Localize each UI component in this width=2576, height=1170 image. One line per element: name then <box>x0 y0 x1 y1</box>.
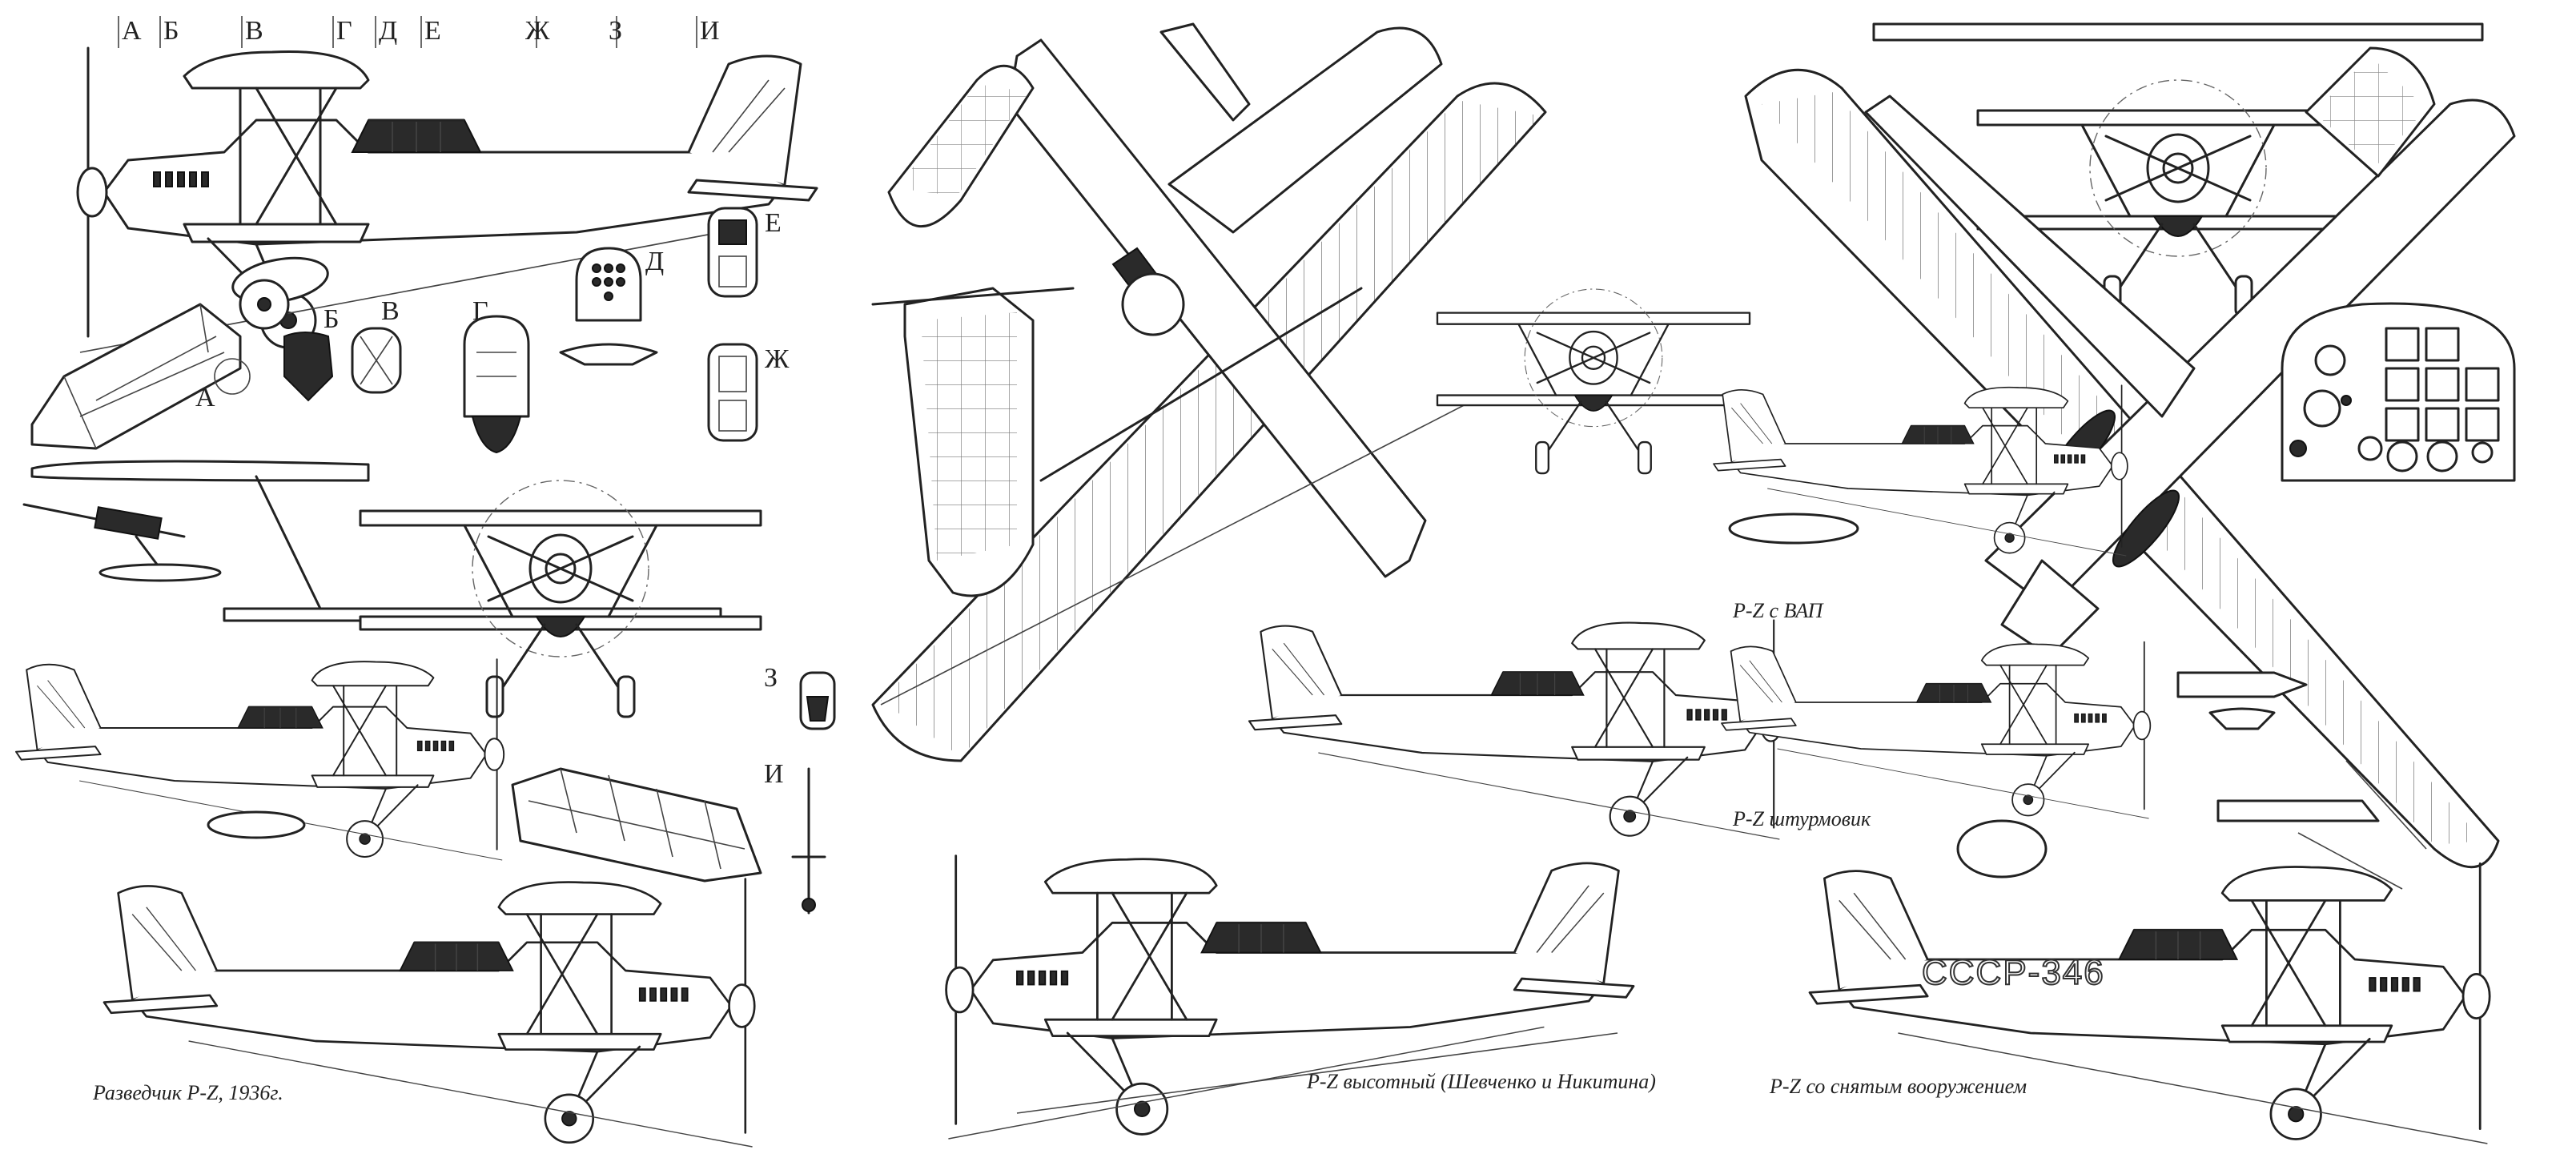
section-letter-d: Д <box>379 16 398 46</box>
tail-frame-iso <box>871 287 1075 597</box>
caption-vap: Р-Z с ВАП <box>1733 599 1823 622</box>
section-b <box>283 332 334 402</box>
section-letter-v: В <box>245 16 263 46</box>
bomb-detail <box>1159 22 1251 122</box>
high-alt-side-view <box>945 854 1635 1140</box>
section-letter-i: И <box>700 16 720 46</box>
instrument-panel <box>2281 302 2516 482</box>
detail-label-a: А <box>195 383 215 412</box>
fuselage-cutaway <box>30 303 242 450</box>
section-i <box>791 767 826 915</box>
recon-side-view-3 <box>102 878 756 1148</box>
plan-view-large <box>871 26 1547 762</box>
section-letter-b: Б <box>163 16 179 46</box>
recon-side-view <box>76 46 818 354</box>
section-letter-zh: Ж <box>525 16 550 46</box>
section-letter-a: А <box>122 16 142 46</box>
right-front-view <box>1872 22 2484 318</box>
detail-label-b: Б <box>324 304 340 334</box>
caption-unarmed: Р-Z со снятым вооружением <box>1770 1075 2027 1098</box>
section-g <box>463 315 530 418</box>
detail-label-g: Г <box>472 296 488 326</box>
attack-side-view <box>1721 641 2152 819</box>
section-zh <box>707 343 758 442</box>
caption-high-altitude: Р-Z высотный (Шевченко и Никитина) <box>1307 1070 1656 1093</box>
detail-label-v: В <box>381 296 400 326</box>
caption-attack: Р-Z штурмовик <box>1733 807 1871 830</box>
detail-label-e: Е <box>765 208 782 238</box>
high-alt-front-view <box>1436 287 1751 475</box>
machine-gun-detail <box>22 503 222 582</box>
registration-marking: СССР-346 <box>1921 952 2105 993</box>
recon-front-view <box>30 460 762 718</box>
detail-label-zh: Ж <box>765 344 790 374</box>
section-letter-g: Г <box>336 16 352 46</box>
caption-recon: Разведчик Р-Z, 1936г. <box>93 1081 283 1104</box>
section-a <box>214 358 251 395</box>
vap-side-view-mid <box>1248 619 1782 841</box>
section-letter-z: З <box>609 16 623 46</box>
section-letter-e: Е <box>424 16 441 46</box>
detail-label-i: И <box>764 759 784 789</box>
unarmed-side-view <box>1808 862 2491 1145</box>
detail-label-d: Д <box>645 247 665 276</box>
detail-label-z: З <box>764 663 778 693</box>
